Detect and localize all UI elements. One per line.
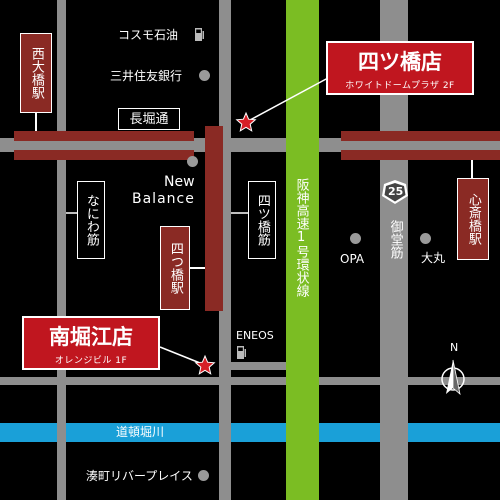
street-label-yotsubashi: 四ツ橋筋 [248, 181, 276, 259]
opa-label: OPA [340, 252, 365, 266]
shop-location: ホワイトドームプラザ 2F [345, 81, 455, 91]
yotsubashi-road [219, 0, 231, 500]
daimaru-label: 大丸 [421, 251, 446, 265]
leader-line-yotsubashi [249, 77, 329, 121]
south-road [0, 377, 500, 385]
station-label: 心斎橋駅 [465, 193, 481, 245]
short-road [228, 362, 288, 370]
station-shinsaibashi[interactable]: 心斎橋駅 [457, 178, 489, 260]
shop-callout-minamihorie[interactable]: 南堀江店 オレンジビル 1F [22, 316, 160, 370]
street-label-naniwa: なにわ筋 [77, 181, 105, 259]
route-shield-icon [382, 180, 408, 204]
route-number: 25 [388, 185, 404, 198]
minatomachi-label: 湊町リバープレイス [86, 469, 193, 483]
gas-station-icon [195, 28, 204, 41]
landmark-dot-icon [350, 233, 361, 244]
newbalance-label-1: New [164, 174, 195, 190]
shop-location: オレンジビル 1F [54, 356, 128, 366]
hanshin-expressway [286, 0, 319, 500]
station-label: 西大橋駅 [28, 47, 44, 99]
eneos-label: ENEOS [236, 329, 274, 342]
street-label-nagahori: 長堀通 [118, 108, 180, 130]
station-label: 四つ橋駅 [167, 242, 183, 294]
expressway-label: 阪神高速1号環状線 [293, 178, 309, 297]
shop-name: 四ツ橋店 [358, 49, 442, 74]
compass-label: N [450, 341, 459, 354]
leader-line-minamihorie [159, 346, 201, 364]
nagahori-road [0, 138, 500, 152]
subway-line-east-2 [341, 150, 500, 160]
star-marker-icon [194, 354, 216, 375]
cosmo-label: コスモ石油 [118, 28, 179, 42]
subway-line-east [341, 131, 500, 141]
north-arrow-icon [441, 359, 465, 396]
mitsui-label: 三井住友銀行 [110, 69, 183, 83]
station-yotsubashi[interactable]: 四つ橋駅 [160, 226, 190, 310]
landmark-dot-icon [187, 156, 198, 167]
yotsubashi-line [205, 126, 223, 311]
landmark-dot-icon [420, 233, 431, 244]
landmark-dot-icon [199, 70, 210, 81]
star-marker-icon [235, 111, 257, 132]
naniwa-road [57, 0, 66, 500]
dotonbori-river [0, 423, 500, 442]
shop-name: 南堀江店 [49, 324, 133, 349]
gas-station-icon [237, 346, 246, 359]
river-label: 道頓堀川 [116, 425, 165, 439]
landmark-dot-icon [198, 470, 209, 481]
shop-callout-yotsubashi[interactable]: 四ツ橋店 ホワイトドームプラザ 2F [326, 41, 474, 95]
newbalance-label-2: Balance [132, 191, 195, 207]
subway-line-west-2 [14, 150, 194, 160]
station-nishiohashi[interactable]: 西大橋駅 [20, 33, 52, 113]
subway-line-west [14, 131, 194, 141]
midosuji-label: 御堂筋 [387, 220, 403, 259]
